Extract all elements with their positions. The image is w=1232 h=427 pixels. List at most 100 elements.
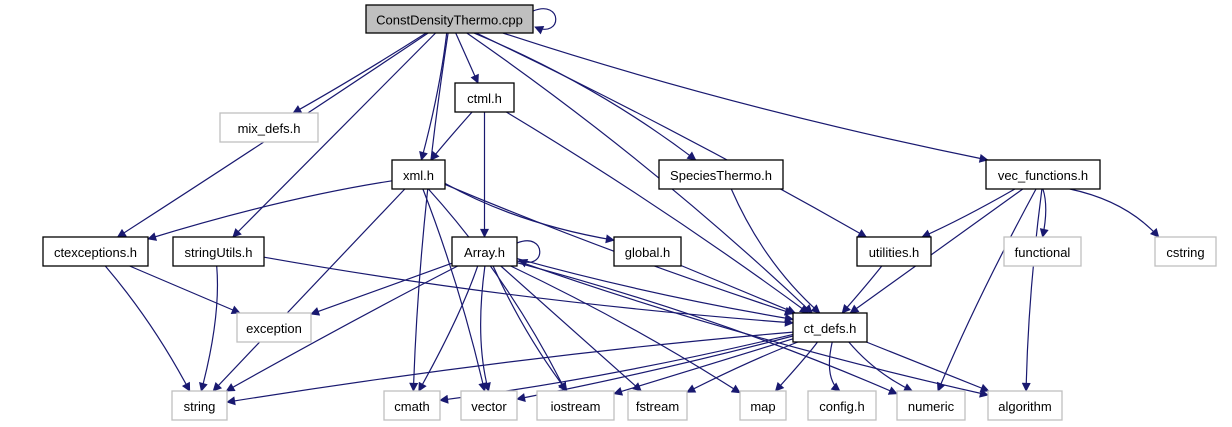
node-box <box>987 390 1063 421</box>
node-speciesthermo[interactable]: SpeciesThermo.h <box>658 159 784 190</box>
edge-ct_defs-to-numeric <box>848 341 914 392</box>
edge-ct_defs-to-config <box>828 341 841 392</box>
node-box <box>739 390 787 421</box>
edge-array-to-ct_defs <box>516 258 794 323</box>
node-label: stringUtils.h <box>185 245 253 260</box>
node-box <box>219 112 319 143</box>
node-utilities[interactable]: utilities.h <box>856 236 932 267</box>
node-label: vector <box>471 399 507 414</box>
node-algorithm: algorithm <box>987 390 1063 421</box>
node-label: exception <box>246 321 302 336</box>
node-ctml[interactable]: ctml.h <box>454 82 515 113</box>
node-cstring: cstring <box>1154 236 1217 267</box>
node-string: string <box>171 390 228 421</box>
node-ctexceptions[interactable]: ctexceptions.h <box>42 236 149 267</box>
node-label: ConstDensityThermo.cpp <box>376 13 523 28</box>
node-label: algorithm <box>998 399 1051 414</box>
edge-ctml-to-ct_defs <box>505 111 809 314</box>
node-label: SpeciesThermo.h <box>670 168 772 183</box>
node-box <box>985 159 1101 190</box>
edge-vec_functions-to-utilities <box>921 188 1016 238</box>
node-box <box>1003 236 1082 267</box>
node-exception: exception <box>236 312 312 343</box>
node-vector: vector <box>460 390 518 421</box>
node-ct_defs[interactable]: ct_defs.h <box>792 312 868 343</box>
edge-array-to-array <box>516 240 541 268</box>
edge-root-to-mix_defs <box>292 32 427 114</box>
node-label: xml.h <box>403 168 434 183</box>
edge-root-to-cmath <box>409 32 449 392</box>
node-root[interactable]: ConstDensityThermo.cpp <box>365 4 534 34</box>
node-fstream: fstream <box>627 390 688 421</box>
edge-vec_functions-to-algorithm <box>1021 188 1043 392</box>
edge-ct_defs-to-iostream <box>613 338 794 396</box>
edge-root-to-root <box>532 8 557 35</box>
node-label: mix_defs.h <box>238 121 301 136</box>
node-box <box>536 390 615 421</box>
node-label: config.h <box>819 399 865 414</box>
node-box <box>365 4 534 34</box>
node-mix_defs: mix_defs.h <box>219 112 319 143</box>
edge-root-to-xml <box>419 32 448 161</box>
edge-array-to-cmath <box>418 265 479 392</box>
node-label: functional <box>1015 245 1071 260</box>
node-box <box>454 82 515 113</box>
node-label: ctml.h <box>467 91 502 106</box>
edge-root-to-vec_functions <box>502 32 989 163</box>
node-label: utilities.h <box>869 245 920 260</box>
node-box <box>236 312 312 343</box>
edge-array-to-string <box>225 265 458 392</box>
node-global[interactable]: global.h <box>613 236 682 267</box>
node-box <box>792 312 868 343</box>
edge-global-to-ct_defs <box>680 264 797 315</box>
edge-vec_functions-to-ct_defs <box>849 188 1024 314</box>
edge-xml-to-global <box>444 182 615 244</box>
edge-ctexceptions-to-string <box>104 265 191 392</box>
node-label: fstream <box>636 399 679 414</box>
edge-vec_functions-to-functional <box>1039 188 1049 238</box>
edge-utilities-to-ct_defs <box>841 265 883 314</box>
edge-ct_defs-to-string <box>226 331 794 406</box>
edge-array-to-exception <box>310 262 453 316</box>
edge-array-to-iostream <box>492 265 568 392</box>
node-xml[interactable]: xml.h <box>391 159 446 190</box>
edge-ct_defs-to-algorithm <box>866 341 990 393</box>
node-vec_functions[interactable]: vec_functions.h <box>985 159 1101 190</box>
node-box <box>613 236 682 267</box>
node-box <box>896 390 966 421</box>
edge-array-to-numeric <box>516 262 898 395</box>
node-label: iostream <box>551 399 601 414</box>
node-label: global.h <box>625 245 671 260</box>
edge-stringutils-to-ct_defs <box>263 256 794 327</box>
edge-root-to-ctml <box>455 32 479 84</box>
edge-array-to-algorithm <box>516 260 989 398</box>
node-label: string <box>184 399 216 414</box>
node-numeric: numeric <box>896 390 966 421</box>
node-stringutils[interactable]: stringUtils.h <box>172 236 265 267</box>
node-box <box>856 236 932 267</box>
node-map: map <box>739 390 787 421</box>
node-box <box>172 236 265 267</box>
node-box <box>1154 236 1217 267</box>
node-box <box>171 390 228 421</box>
edge-array-to-map <box>510 265 741 394</box>
edge-root-to-utilities <box>476 32 868 238</box>
node-box <box>807 390 877 421</box>
node-box <box>627 390 688 421</box>
node-label: numeric <box>908 399 955 414</box>
node-box <box>658 159 784 190</box>
edge-xml-to-ctexceptions <box>147 180 393 241</box>
edge-ctexceptions-to-exception <box>129 265 241 314</box>
edge-array-to-vector <box>480 265 491 392</box>
node-label: vec_functions.h <box>998 168 1088 183</box>
edge-ct_defs-to-map <box>774 341 818 392</box>
node-array[interactable]: Array.h <box>451 236 518 267</box>
node-label: ct_defs.h <box>804 321 857 336</box>
node-label: Array.h <box>464 245 505 260</box>
node-box <box>451 236 518 267</box>
node-box <box>383 390 441 421</box>
edge-vec_functions-to-numeric <box>936 188 1037 392</box>
edge-ct_defs-to-fstream <box>686 341 799 393</box>
node-config: config.h <box>807 390 877 421</box>
